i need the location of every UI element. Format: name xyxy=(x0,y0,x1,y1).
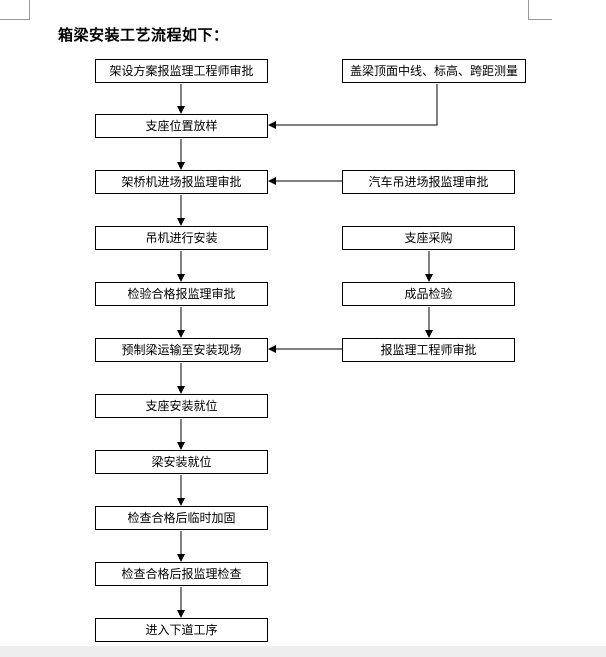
step-beam-placement: 梁安装就位 xyxy=(95,450,268,474)
page-corner-mark-right-h xyxy=(528,19,552,20)
step-erector-approval: 架桥机进场报监理审批 xyxy=(95,170,268,194)
step-temporary-bracing: 检查合格后临时加固 xyxy=(95,506,268,530)
step-final-inspection: 检查合格后报监理检查 xyxy=(95,562,268,586)
step-inspection-approval: 检验合格报监理审批 xyxy=(95,282,268,306)
step-crane-install: 吊机进行安装 xyxy=(95,226,268,250)
step-next-process: 进入下道工序 xyxy=(95,618,268,642)
step-support-purchase: 支座采购 xyxy=(342,226,515,250)
step-truck-crane-approval: 汽车吊进场报监理审批 xyxy=(342,170,515,194)
step-survey: 盖梁顶面中线、标高、跨距测量 xyxy=(342,59,526,83)
step-support-placement: 支座安装就位 xyxy=(95,394,268,418)
page-corner-mark-right xyxy=(528,0,529,19)
step-beam-transport: 预制梁运输至安装现场 xyxy=(95,338,268,362)
step-scheme-approval: 架设方案报监理工程师审批 xyxy=(95,59,268,83)
page-title: 箱梁安装工艺流程如下： xyxy=(58,26,229,44)
page-bottom-strip xyxy=(0,646,606,657)
step-support-layout: 支座位置放样 xyxy=(95,114,268,138)
step-engineer-approval: 报监理工程师审批 xyxy=(342,338,515,362)
page-corner-mark-left xyxy=(29,0,30,19)
page-corner-mark-left-h xyxy=(0,19,30,20)
arrow-survey-to-layout xyxy=(268,84,438,129)
step-product-inspection: 成品检验 xyxy=(342,282,515,306)
